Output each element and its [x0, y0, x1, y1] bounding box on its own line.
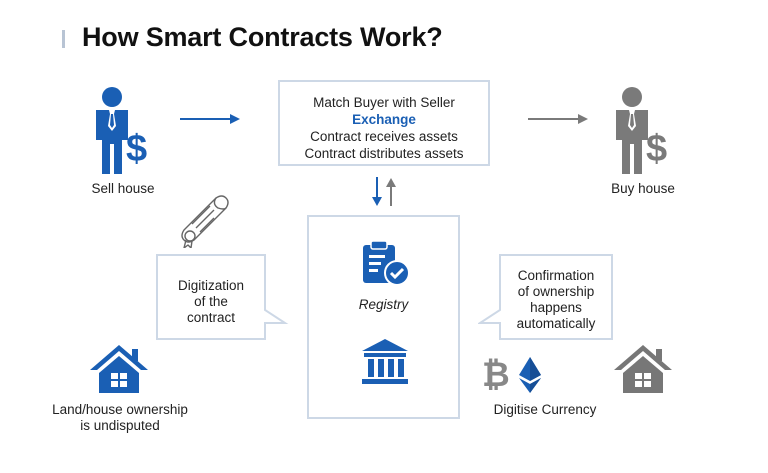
document-scroll-icon — [181, 195, 229, 248]
buyer-label: Buy house — [611, 181, 675, 196]
ownership-label-line: is undisputed — [80, 418, 160, 433]
house-icon — [614, 345, 672, 393]
left-callout-line: contract — [186, 310, 236, 325]
house-icon — [90, 345, 148, 393]
page-title: How Smart Contracts Work? — [82, 22, 443, 52]
buyer-person-icon — [616, 87, 648, 174]
up-down-arrows — [372, 177, 396, 206]
right-callout-line: Confirmation — [517, 268, 595, 283]
bank-icon — [362, 339, 408, 384]
left-callout-bubble — [156, 254, 289, 340]
arrow-right-blue — [180, 114, 240, 124]
exchange-line-1: Match Buyer with Seller — [313, 95, 455, 110]
right-callout-line: of ownership — [517, 284, 595, 299]
seller-person-icon — [96, 87, 128, 174]
dollar-icon: $ — [646, 128, 668, 170]
ethereum-icon — [519, 357, 541, 393]
title-accent-bar — [62, 30, 65, 48]
seller-label: Sell house — [91, 181, 155, 196]
left-callout-text: Digitization of the contract — [157, 278, 265, 326]
bitcoin-icon: ₿ — [482, 356, 510, 394]
exchange-line-2: Exchange — [352, 112, 416, 127]
right-callout-line: automatically — [516, 316, 596, 331]
right-callout-bubble — [478, 254, 613, 340]
right-callout-line: happens — [530, 300, 582, 315]
exchange-line-4: Contract distributes assets — [304, 146, 464, 161]
currency-label: Digitise Currency — [493, 402, 597, 417]
right-callout-text: Confirmation of ownership happens automa… — [502, 268, 610, 332]
left-callout-line: Digitization — [177, 278, 245, 293]
dollar-icon: $ — [126, 128, 148, 170]
ownership-label-line: Land/house ownership — [52, 402, 188, 417]
clipboard-check-icon — [363, 240, 410, 286]
exchange-line-3: Contract receives assets — [310, 129, 458, 144]
exchange-box: Match Buyer with Seller Exchange Contrac… — [278, 80, 490, 166]
registry-label: Registry — [358, 297, 409, 312]
left-callout-line: of the — [194, 294, 228, 309]
registry-box: Registry — [307, 215, 460, 419]
arrow-right-gray — [528, 114, 588, 124]
ownership-label: Land/house ownership is undisputed — [30, 402, 210, 434]
